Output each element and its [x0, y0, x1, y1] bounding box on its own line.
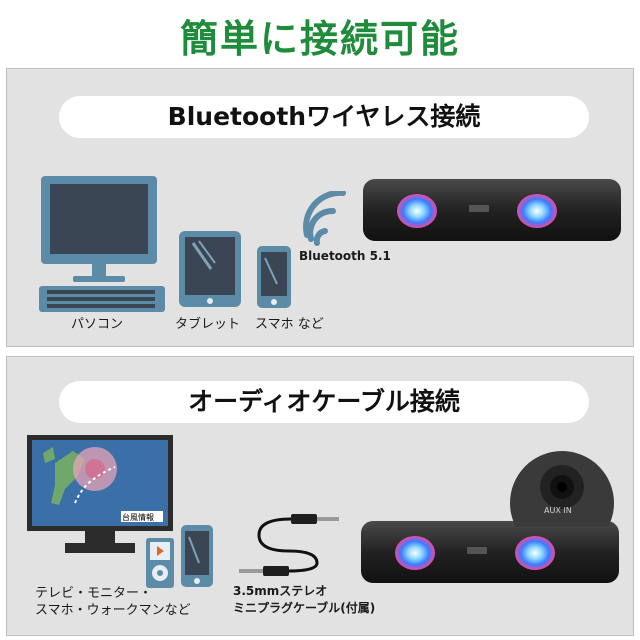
- device-label-line-1: テレビ・モニター・: [35, 586, 153, 601]
- tv-caption: 台風情報: [122, 513, 154, 522]
- audio-cable-icon: [239, 514, 339, 576]
- soundbar-speaker: [363, 179, 621, 241]
- page-title: 簡単に接続可能: [179, 17, 460, 61]
- tablet-label: タブレット: [175, 317, 241, 332]
- smartphone-icon: [181, 525, 213, 587]
- smartphone-icon: [257, 246, 291, 308]
- wireless-signal-icon: [303, 191, 346, 246]
- cable-label-line-1: 3.5mmステレオ: [233, 584, 328, 598]
- aux-port-label: AUX IN: [544, 506, 572, 515]
- bluetooth-version-label: Bluetooth 5.1: [299, 249, 391, 263]
- audio-cable-heading: オーディオケーブル接続: [59, 381, 589, 423]
- soundbar-speaker: [361, 521, 619, 583]
- aux-port-zoom: [510, 451, 614, 527]
- bluetooth-heading: Bluetoothワイヤレス接続: [59, 96, 589, 138]
- tv-monitor-icon: [27, 435, 173, 553]
- tablet-icon: [179, 231, 241, 307]
- desktop-pc-icon: [39, 176, 165, 312]
- bluetooth-panel: Bluetoothワイヤレス接続 Bluetooth 5.1: [6, 68, 634, 347]
- cable-label-line-2: ミニプラグケーブル(付属): [233, 601, 376, 615]
- pc-label: パソコン: [71, 317, 124, 332]
- walkman-icon: [146, 538, 174, 588]
- audio-cable-panel: オーディオケーブル接続 台風情報: [6, 356, 634, 636]
- device-label-line-2: スマホ・ウォークマンなど: [35, 603, 191, 618]
- smartphone-label: スマホ など: [255, 317, 324, 332]
